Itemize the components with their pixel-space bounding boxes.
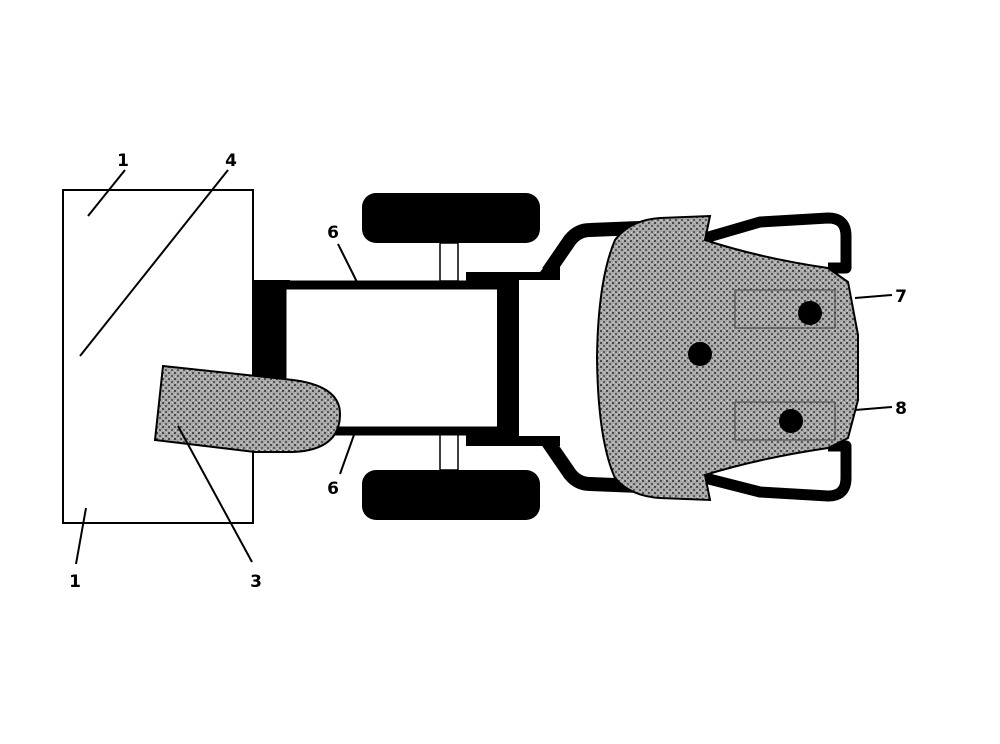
seat-knob-upper	[798, 301, 822, 325]
frame-right-post	[497, 280, 519, 436]
leader-blade-top	[87, 169, 126, 217]
leader-seat-lower	[854, 406, 893, 411]
seat-body	[595, 214, 859, 502]
axle-stub-top	[439, 242, 459, 282]
callout-blade-center: 4	[225, 151, 237, 171]
leader-chute	[177, 425, 253, 563]
seat-knob-center	[688, 342, 712, 366]
callout-frame-top: 6	[327, 223, 339, 243]
seat-tube-bottom	[542, 438, 641, 493]
front-wheel-top	[362, 193, 540, 243]
leader-seat-upper	[854, 294, 893, 299]
leader-blade-center	[79, 169, 229, 357]
leader-frame-bottom	[339, 431, 356, 475]
seat-knob-lower	[779, 409, 803, 433]
seat-panel-lower	[734, 401, 836, 441]
callout-blade-top: 1	[117, 151, 129, 171]
callout-seat-upper: 7	[895, 287, 907, 307]
callout-blade-bottom: 1	[69, 572, 81, 592]
leader-frame-top	[337, 243, 359, 285]
seat-tube-top	[542, 221, 641, 276]
link-top	[466, 262, 560, 286]
leader-blade-bottom	[75, 507, 87, 565]
link-bottom	[466, 430, 560, 446]
discharge-chute	[153, 364, 342, 453]
front-wheel-bottom	[362, 470, 540, 520]
blade-outline	[62, 189, 254, 524]
rear-handle-bottom	[703, 440, 852, 502]
callout-seat-lower: 8	[895, 399, 907, 419]
axle-stub-bottom	[439, 433, 459, 471]
seat-panel-upper	[734, 289, 836, 329]
callout-frame-bottom: 6	[327, 479, 339, 499]
rear-handle-top	[703, 212, 852, 274]
callout-chute: 3	[250, 572, 262, 592]
